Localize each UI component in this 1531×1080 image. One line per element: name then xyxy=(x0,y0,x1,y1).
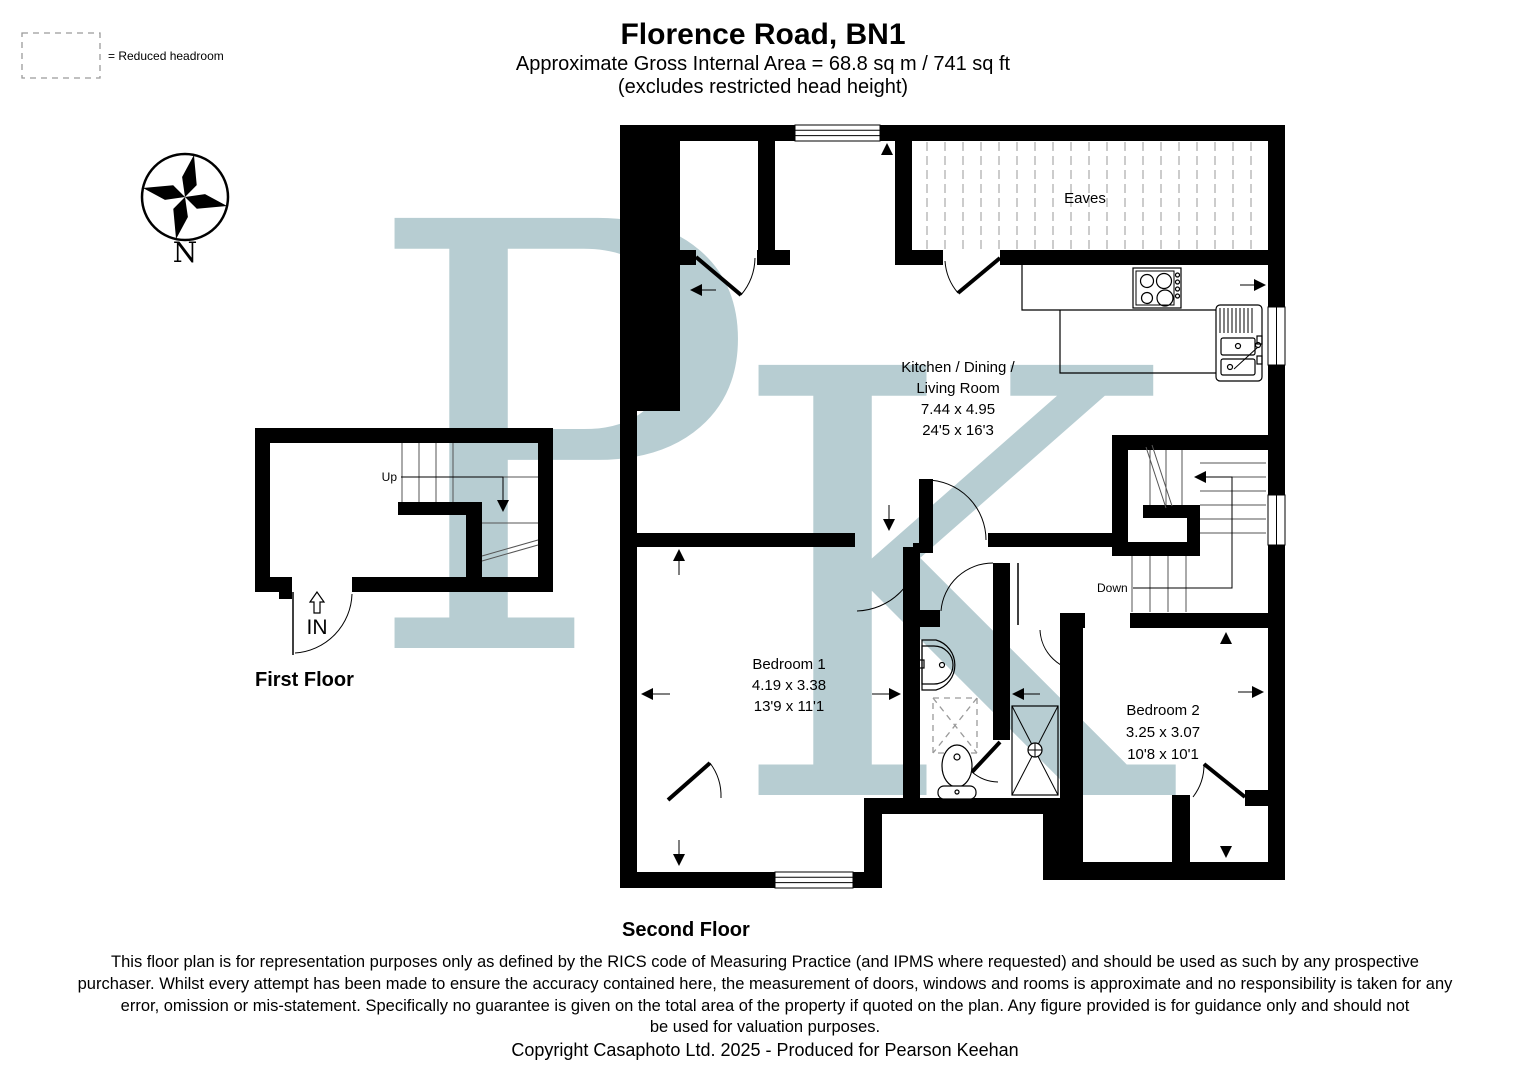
first-floor-caption: First Floor xyxy=(255,669,354,691)
closet-door xyxy=(694,255,756,297)
window-bottom xyxy=(774,871,854,889)
kitchen-sink-icon xyxy=(1215,304,1263,382)
kitchen-name-line1: Kitchen / Dining / xyxy=(901,359,1015,376)
disclaimer-line1: This floor plan is for representation pu… xyxy=(111,953,1419,971)
first-floor-plan: Up IN First Floor xyxy=(255,428,553,691)
landing-bedroom2-door xyxy=(1017,563,1084,672)
windows xyxy=(774,124,1286,889)
bathroom-fixtures xyxy=(912,639,1059,800)
entrance-label: IN xyxy=(307,616,328,639)
entrance: IN xyxy=(292,590,353,655)
footer: This floor plan is for representation pu… xyxy=(78,953,1454,1060)
bedroom1-dims-metric: 4.19 x 3.38 xyxy=(752,677,826,694)
bathroom-door-arc xyxy=(940,562,994,612)
watermark-letter-k: K xyxy=(726,248,1178,935)
page-title: Florence Road, BN1 xyxy=(620,18,905,51)
bedroom1-closet-door xyxy=(666,761,722,802)
stair-up-label: Up xyxy=(382,470,398,484)
window-top xyxy=(794,124,881,142)
first-floor-stairs: Up xyxy=(382,443,539,562)
eaves-door xyxy=(944,256,1002,295)
eaves-area: Eaves xyxy=(912,141,1268,250)
reduced-headroom-swatch xyxy=(21,32,101,79)
eaves-label: Eaves xyxy=(1064,190,1106,207)
second-floor-caption: Second Floor xyxy=(622,919,750,941)
kitchen-dims-imperial: 24'5 x 16'3 xyxy=(922,422,994,439)
compass-circle xyxy=(140,152,230,242)
kitchen-name-line2: Living Room xyxy=(916,380,999,397)
bedroom1-dims-imperial: 13'9 x 11'1 xyxy=(754,698,825,715)
bedroom1-door-arc xyxy=(856,548,920,612)
stair-up-arrow-icon xyxy=(497,500,509,512)
doors xyxy=(666,255,1247,802)
kitchen-dims-metric: 7.44 x 4.95 xyxy=(921,401,995,418)
head-height-note: (excludes restricted head height) xyxy=(618,76,908,98)
first-floor-walls xyxy=(255,428,553,599)
shower-door xyxy=(970,740,1002,783)
disclaimer-line3: error, omission or mis-statement. Specif… xyxy=(121,997,1410,1015)
basin-icon xyxy=(912,639,956,691)
bedroom1-label: Bedroom 1 4.19 x 3.38 13'9 x 11'1 xyxy=(752,656,826,715)
window-right-kitchen xyxy=(1267,306,1286,366)
kitchen-label: Kitchen / Dining / Living Room 7.44 x 4.… xyxy=(901,359,1015,439)
kitchen-fixtures xyxy=(1021,265,1263,382)
second-floor-stairs: Down xyxy=(1097,444,1266,612)
watermark: P K xyxy=(362,101,1178,935)
copyright-line: Copyright Casaphoto Ltd. 2025 - Produced… xyxy=(511,1040,1018,1060)
bedroom2-dims-metric: 3.25 x 3.07 xyxy=(1126,724,1200,741)
stair-down-label: Down xyxy=(1097,581,1128,595)
compass-star-icon xyxy=(142,154,228,240)
bedroom2-label: Bedroom 2 3.25 x 3.07 10'8 x 10'1 xyxy=(1126,702,1200,763)
header: Florence Road, BN1 Approximate Gross Int… xyxy=(516,18,1011,98)
kitchen-counter xyxy=(1021,265,1216,311)
compass: N xyxy=(140,152,230,269)
eaves-hatch xyxy=(912,141,1268,250)
entrance-door-arc xyxy=(294,593,353,654)
reduced-headroom-label: = Reduced headroom xyxy=(108,49,224,63)
disclaimer-line2: purchaser. Whilst every attempt has been… xyxy=(78,975,1454,993)
living-room-door-arc xyxy=(925,479,987,541)
disclaimer-line4: be used for valuation purposes. xyxy=(650,1018,880,1036)
room-labels: Kitchen / Dining / Living Room 7.44 x 4.… xyxy=(752,359,1200,763)
bedroom2-name: Bedroom 2 xyxy=(1126,702,1199,719)
bedroom1-name: Bedroom 1 xyxy=(752,656,825,673)
watermark-letter-p: P xyxy=(362,101,759,788)
bedroom2-door xyxy=(1192,762,1247,799)
measure-arrow-icon xyxy=(641,143,1266,866)
gross-internal-area: Approximate Gross Internal Area = 68.8 s… xyxy=(516,53,1011,75)
kitchen-counter-return xyxy=(1059,310,1216,374)
measurement-arrows xyxy=(641,143,1266,866)
reduced-headroom-legend: = Reduced headroom xyxy=(21,32,224,79)
compass-north-label: N xyxy=(173,236,198,269)
entrance-direction-icon xyxy=(308,590,326,614)
second-floor-walls xyxy=(620,125,1285,888)
stair-down-arrow-icon xyxy=(1194,471,1206,483)
toilet-icon xyxy=(937,744,977,800)
window-right-stairs xyxy=(1267,494,1286,546)
hob-icon xyxy=(1132,267,1182,309)
shower-icon xyxy=(1011,705,1059,796)
second-floor-plan: Eaves xyxy=(620,124,1286,941)
bedroom2-dims-imperial: 10'8 x 10'1 xyxy=(1127,746,1199,763)
